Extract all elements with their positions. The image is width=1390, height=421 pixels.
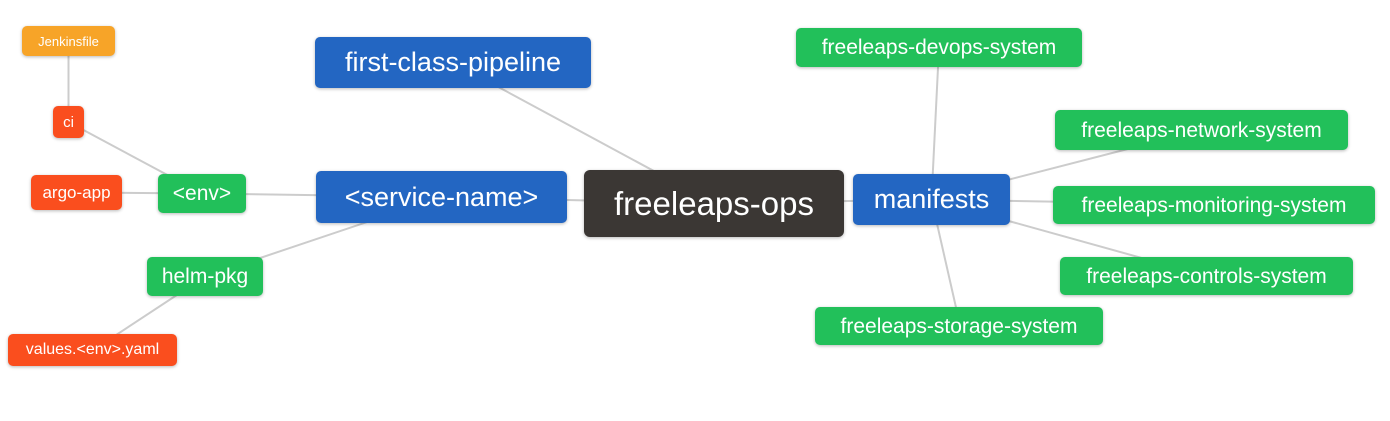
node-freeleaps-ops[interactable]: freeleaps-ops [584, 170, 844, 237]
node-manifests[interactable]: manifests [853, 174, 1010, 225]
node-helm-pkg[interactable]: helm-pkg [147, 257, 263, 296]
node-ci[interactable]: ci [53, 106, 84, 138]
node-env[interactable]: <env> [158, 174, 246, 213]
node-values-env-yaml[interactable]: values.<env>.yaml [8, 334, 177, 366]
node-argo-app[interactable]: argo-app [31, 175, 122, 210]
node-freeleaps-storage-system[interactable]: freeleaps-storage-system [815, 307, 1103, 345]
node-freeleaps-network-system[interactable]: freeleaps-network-system [1055, 110, 1348, 150]
node-freeleaps-monitoring-system[interactable]: freeleaps-monitoring-system [1053, 186, 1375, 224]
node-freeleaps-controls-system[interactable]: freeleaps-controls-system [1060, 257, 1353, 295]
node-first-class-pipeline[interactable]: first-class-pipeline [315, 37, 591, 88]
node-service-name[interactable]: <service-name> [316, 171, 567, 223]
node-freeleaps-devops-system[interactable]: freeleaps-devops-system [796, 28, 1082, 67]
node-jenkinsfile[interactable]: Jenkinsfile [22, 26, 115, 56]
